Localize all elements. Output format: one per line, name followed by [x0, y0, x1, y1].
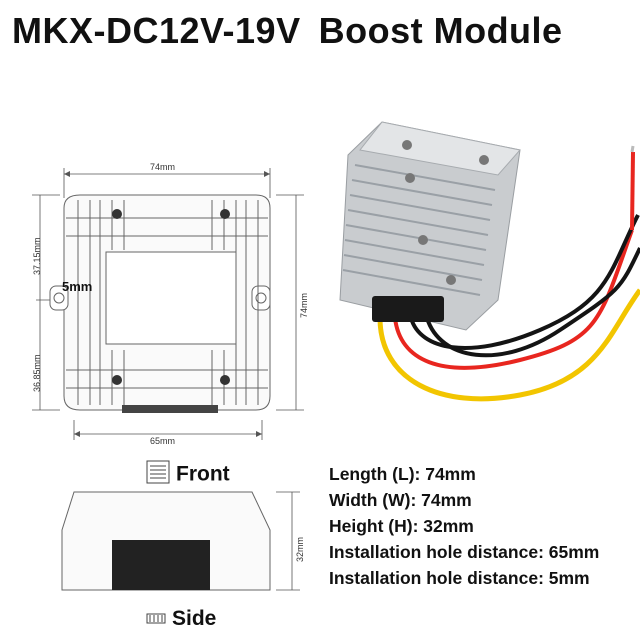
- upper-half-dim-label: 37.15mm: [32, 237, 42, 275]
- product-photo: [339, 121, 640, 402]
- spec-hole-distance: Installation hole distance: 65mm: [329, 542, 600, 562]
- side-view-text: Side: [172, 607, 217, 630]
- spec-length: Length (L): 74mm: [329, 464, 476, 484]
- spec-hole-diameter: Installation hole distance: 5mm: [329, 568, 590, 588]
- front-view-icon: [146, 460, 170, 490]
- hole-diameter-label: 5mm: [62, 279, 93, 294]
- front-housing: [49, 194, 271, 413]
- width-dim-label: 74mm: [150, 162, 175, 172]
- front-view-text: Front: [176, 462, 230, 486]
- height-dim-label: 74mm: [299, 293, 309, 318]
- page-title: MKX-DC12V-19V Boost Module: [12, 10, 563, 52]
- spec-list: Length (L): 74mm Width (W): 74mm Height …: [329, 461, 599, 591]
- dimension-arrows: [64, 171, 270, 437]
- lower-half-dim-label: 36.85mm: [32, 354, 42, 392]
- side-view-label: Side: [146, 607, 216, 631]
- product-name: Boost Module: [318, 10, 563, 51]
- model-name: MKX-DC12V-19V: [12, 10, 301, 51]
- screw-holes: [112, 209, 230, 385]
- side-view-icon: [146, 607, 166, 631]
- hole-distance-dim-label: 65mm: [150, 436, 175, 446]
- front-view-label: Front: [146, 460, 230, 490]
- spec-width: Width (W): 74mm: [329, 490, 472, 510]
- spec-height: Height (H): 32mm: [329, 516, 474, 536]
